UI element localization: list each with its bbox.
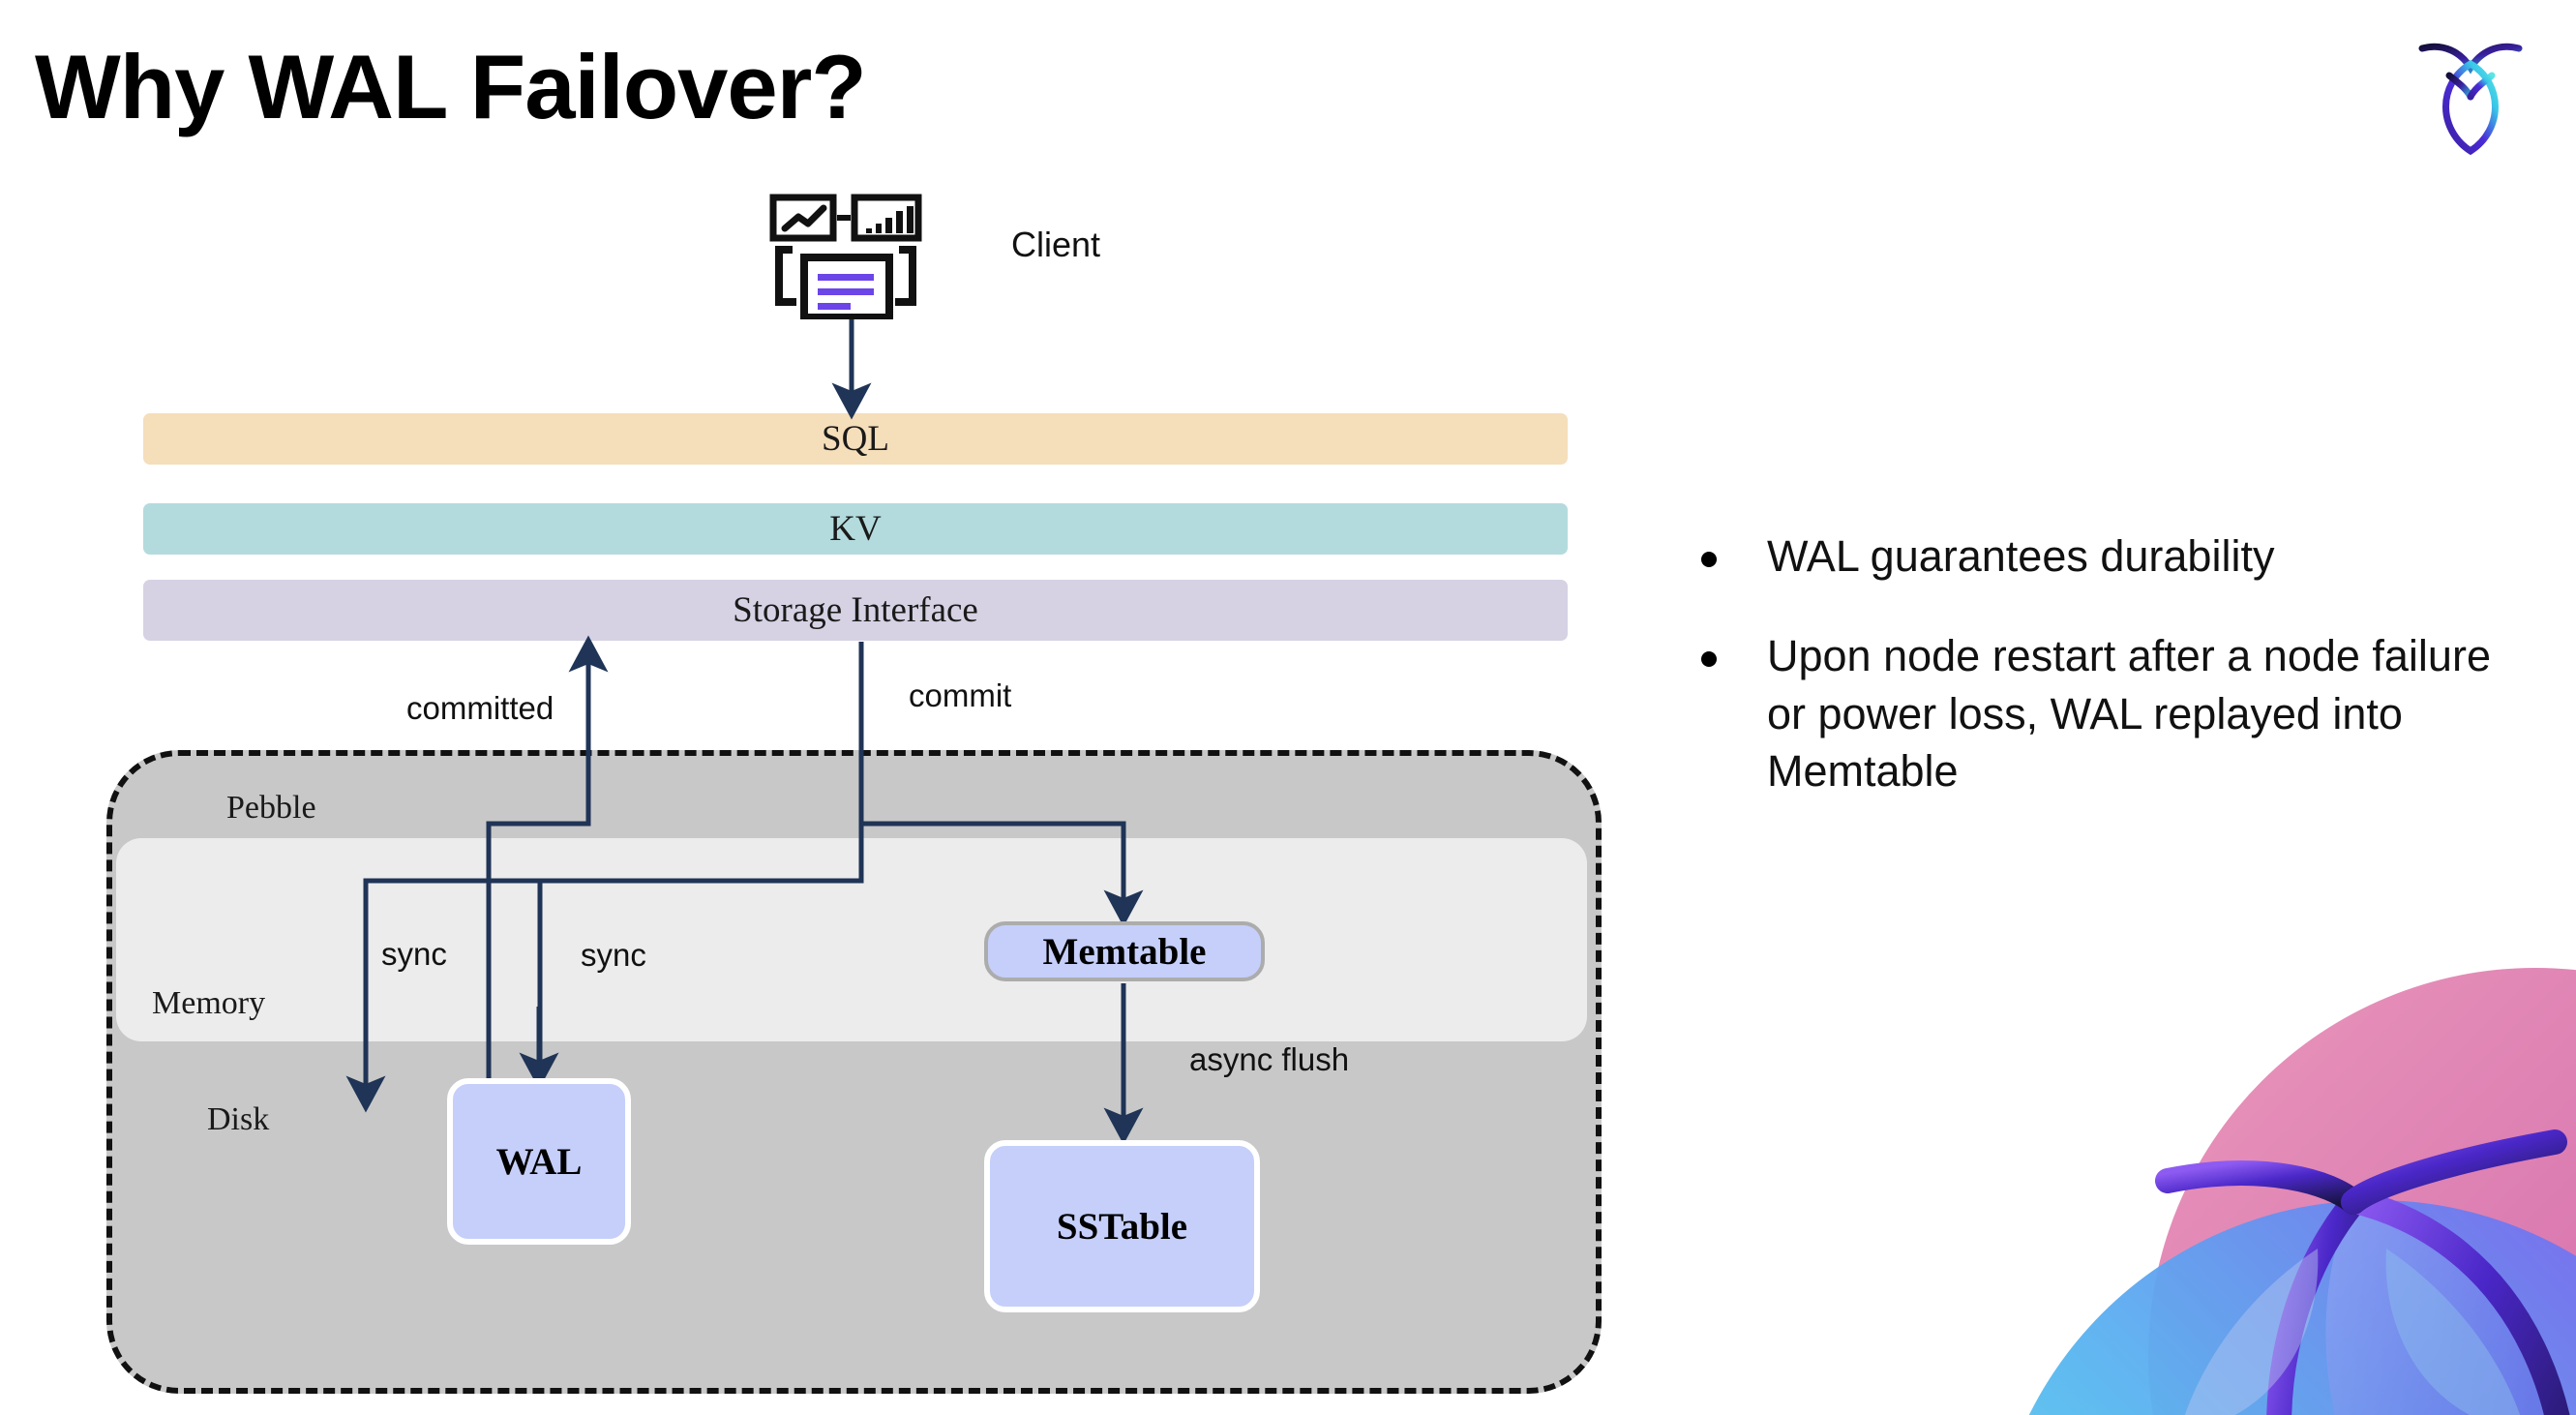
node-memtable: Memtable xyxy=(984,921,1265,981)
list-item: Upon node restart after a node failure o… xyxy=(1701,627,2504,799)
edge-label-committed: committed xyxy=(406,690,554,726)
client-dashboard-icon xyxy=(769,194,922,319)
list-item: WAL guarantees durability xyxy=(1701,527,2504,585)
layer-label-storage-interface: Storage Interface xyxy=(733,590,978,630)
architecture-diagram: Client SQL KV Storage Interface Pebble M… xyxy=(106,194,1602,1394)
node-sstable: SSTable xyxy=(984,1140,1260,1312)
pebble-label: Pebble xyxy=(226,790,316,826)
client-label: Client xyxy=(1011,225,1101,264)
disk-label: Disk xyxy=(207,1101,270,1137)
layer-bar-sql: SQL xyxy=(143,413,1568,465)
bullet-list: WAL guarantees durability Upon node rest… xyxy=(1701,527,2504,843)
node-label-memtable: Memtable xyxy=(1042,930,1207,973)
edge-label-commit: commit xyxy=(909,677,1012,713)
bullet-text: WAL guarantees durability xyxy=(1767,531,2275,581)
layer-bar-storage-interface: Storage Interface xyxy=(143,580,1568,641)
bullet-dot-icon xyxy=(1701,651,1717,668)
layer-label-kv: KV xyxy=(829,509,882,549)
decorative-corner-art xyxy=(2028,968,2576,1415)
layer-bar-kv: KV xyxy=(143,503,1568,555)
layer-label-sql: SQL xyxy=(822,419,889,459)
edge-label-sync-left: sync xyxy=(381,936,447,972)
edge-label-sync-right: sync xyxy=(581,937,646,973)
page-title: Why WAL Failover? xyxy=(35,36,867,137)
node-label-sstable: SSTable xyxy=(1056,1205,1188,1248)
node-wal: WAL xyxy=(447,1078,631,1245)
bullet-dot-icon xyxy=(1701,552,1717,567)
edge-label-async-flush: async flush xyxy=(1189,1041,1350,1077)
memory-label: Memory xyxy=(152,985,266,1021)
cockroach-labs-logo-icon xyxy=(2418,43,2523,155)
memory-region xyxy=(116,838,1587,1041)
node-label-wal: WAL xyxy=(495,1140,583,1183)
bullet-text: Upon node restart after a node failure o… xyxy=(1767,631,2491,797)
